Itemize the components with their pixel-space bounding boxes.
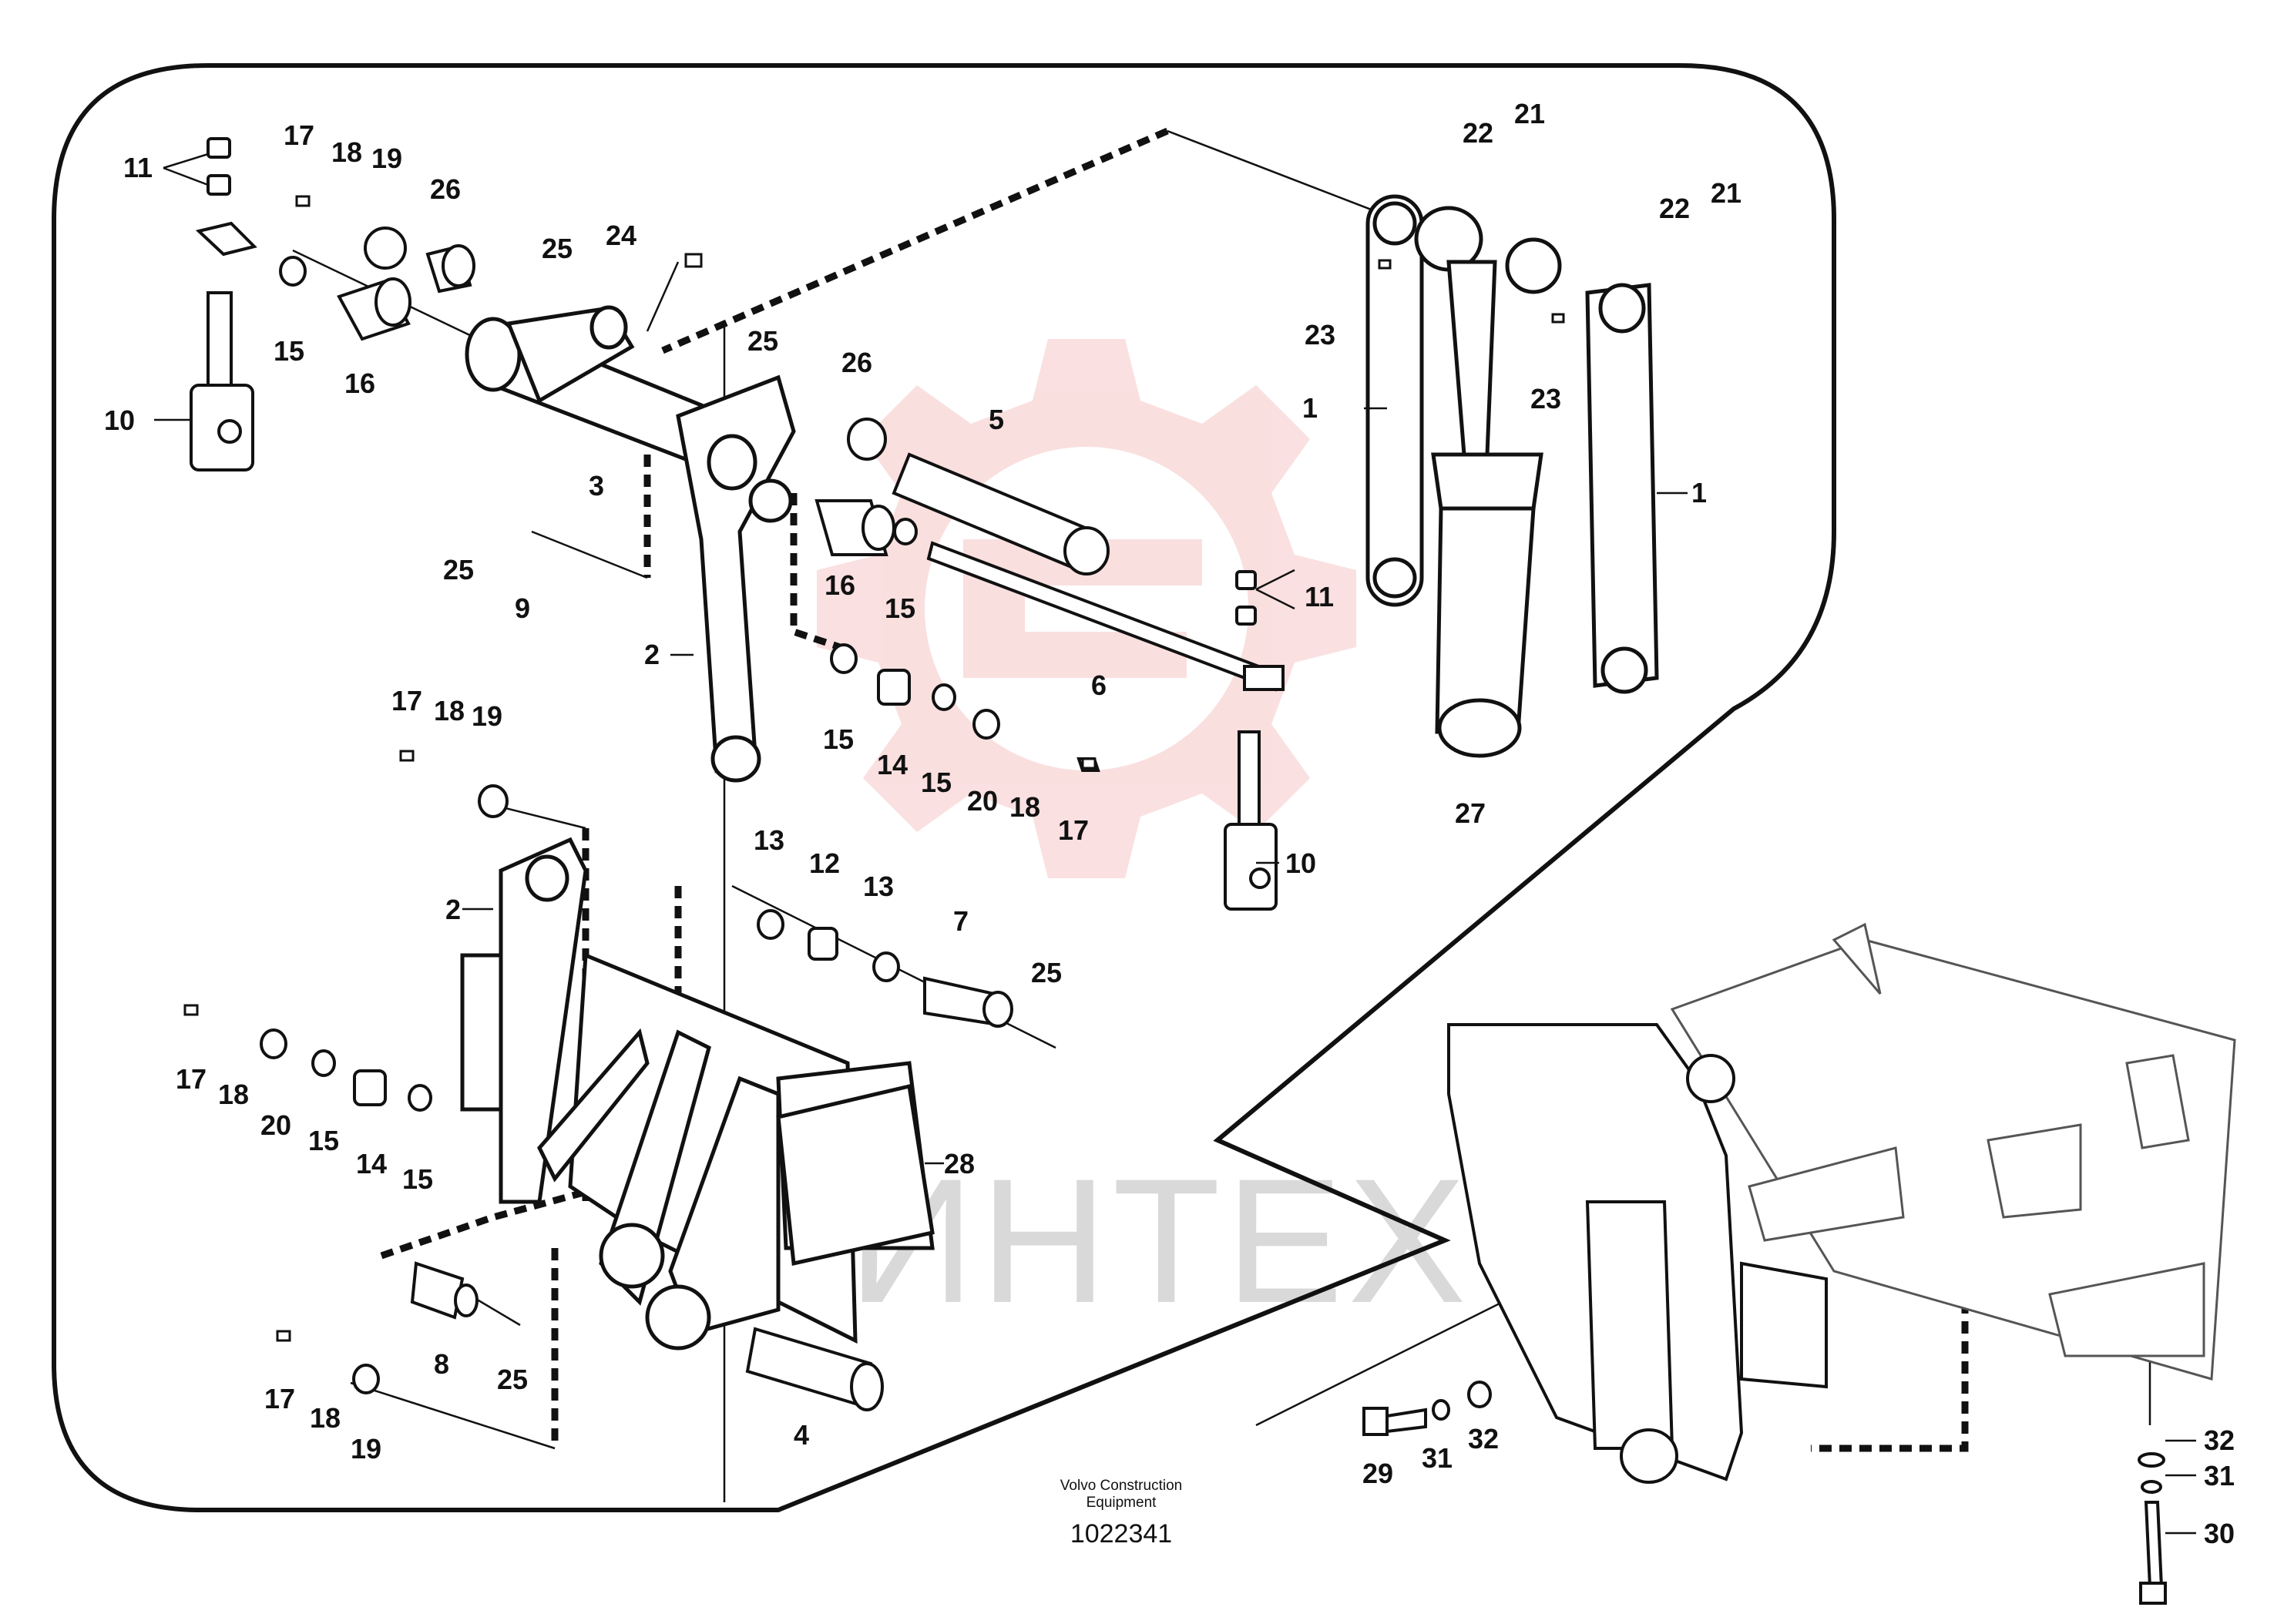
balloon-pointer <box>1216 1138 1446 1243</box>
callout-29: 29 <box>1362 1458 1393 1489</box>
callout-leaders <box>154 153 2196 1535</box>
callout-30: 30 <box>2204 1518 2235 1549</box>
part-29-bolt <box>1362 1381 1492 1436</box>
callout-25: 25 <box>747 325 778 357</box>
part-16-sleeve-left <box>279 226 475 341</box>
callout-19: 19 <box>351 1433 381 1465</box>
callout-22: 22 <box>1463 117 1493 149</box>
callout-25: 25 <box>542 233 573 264</box>
callout-31: 31 <box>2204 1460 2235 1491</box>
watermark-text: ИНТЕХ <box>848 1142 1471 1340</box>
callout-14: 14 <box>356 1148 387 1179</box>
machine-mounted-assembly <box>1447 1023 1828 1484</box>
callout-10: 10 <box>104 404 135 436</box>
part-8-pin <box>410 1261 479 1320</box>
washers-row-lower-left <box>260 784 509 1394</box>
callout-17: 17 <box>1058 814 1089 846</box>
callout-18: 18 <box>218 1079 249 1110</box>
callout-6: 6 <box>1091 669 1107 701</box>
part-10-sensor-bracket-left <box>190 137 257 471</box>
drawing-number: 1022341 <box>1070 1519 1173 1549</box>
callout-15: 15 <box>402 1163 433 1195</box>
small-screws <box>183 195 1565 1342</box>
part-1-link-right <box>1505 237 1659 694</box>
part-30-bolt <box>2138 1452 2167 1605</box>
callout-11: 11 <box>123 152 153 183</box>
callout-2: 2 <box>445 894 461 925</box>
part-6-rod <box>926 541 1285 692</box>
callout-11: 11 <box>1305 581 1334 612</box>
callout-8: 8 <box>434 1348 449 1380</box>
callout-26: 26 <box>430 173 461 205</box>
callout-5: 5 <box>989 404 1004 435</box>
callout-23: 23 <box>1305 319 1335 351</box>
callout-32: 32 <box>1468 1423 1499 1455</box>
part-10-sensor-bracket-right <box>1224 570 1278 911</box>
callout-16: 16 <box>825 569 855 601</box>
callout-15: 15 <box>885 592 915 624</box>
part-28-pad <box>776 1083 935 1267</box>
part-5-pin <box>847 418 1110 575</box>
callout-17: 17 <box>176 1063 207 1095</box>
callout-19: 19 <box>371 143 402 174</box>
callout-13: 13 <box>863 871 894 902</box>
callout-12: 12 <box>809 847 840 879</box>
callout-17: 17 <box>391 685 422 716</box>
brand-line-1: Volvo Construction <box>1060 1478 1183 1494</box>
callout-25: 25 <box>443 554 474 586</box>
callout-17: 17 <box>284 119 314 151</box>
drawing-footer: Volvo Construction Equipment 1022341 <box>971 1478 1271 1549</box>
callout-20: 20 <box>967 785 998 817</box>
callout-15: 15 <box>274 335 304 367</box>
part-16-sleeve-mid <box>814 499 918 556</box>
callout-2: 2 <box>644 639 660 670</box>
callout-20: 20 <box>260 1109 291 1141</box>
callout-7: 7 <box>953 905 969 937</box>
callout-18: 18 <box>1009 791 1040 823</box>
callout-labels: 11 17 18 19 26 25 24 10 15 16 3 25 26 5 … <box>104 98 2235 1549</box>
part-4-pin <box>745 1327 884 1411</box>
callout-26: 26 <box>841 347 872 378</box>
callout-1: 1 <box>1691 477 1707 508</box>
callout-9: 9 <box>515 592 530 624</box>
callout-18: 18 <box>434 695 465 726</box>
callout-3: 3 <box>589 470 604 502</box>
callout-21: 21 <box>1514 98 1545 129</box>
part-1-link-left <box>1365 194 1424 607</box>
part-2-link-arm-upper <box>676 374 796 783</box>
part-27-hydraulic-cylinder <box>1414 206 1543 758</box>
callout-16: 16 <box>344 367 375 399</box>
callout-23: 23 <box>1530 383 1561 414</box>
callout-22: 22 <box>1659 193 1690 224</box>
callout-21: 21 <box>1711 177 1741 209</box>
callout-28: 28 <box>944 1148 975 1179</box>
callout-15: 15 <box>308 1125 339 1156</box>
brand-line-2: Equipment <box>1086 1495 1157 1511</box>
callout-1: 1 <box>1302 392 1318 424</box>
callout-14: 14 <box>877 749 908 780</box>
callout-15: 15 <box>823 723 854 755</box>
callout-4: 4 <box>794 1419 809 1451</box>
callout-10: 10 <box>1285 847 1316 879</box>
callout-32: 32 <box>2204 1424 2235 1456</box>
callout-18: 18 <box>310 1402 341 1434</box>
callout-25: 25 <box>497 1364 528 1395</box>
callout-27: 27 <box>1455 797 1486 829</box>
callout-24: 24 <box>606 220 636 251</box>
callout-15: 15 <box>921 767 952 798</box>
callout-13: 13 <box>754 824 784 856</box>
callout-25: 25 <box>1031 957 1062 988</box>
part-7-sleeve <box>757 909 1013 1028</box>
machine-frame <box>1670 922 2236 1381</box>
callout-18: 18 <box>331 136 362 168</box>
callout-17: 17 <box>264 1383 295 1414</box>
callout-19: 19 <box>472 700 502 732</box>
part-3-shaft <box>465 305 712 465</box>
callout-31: 31 <box>1422 1442 1453 1474</box>
